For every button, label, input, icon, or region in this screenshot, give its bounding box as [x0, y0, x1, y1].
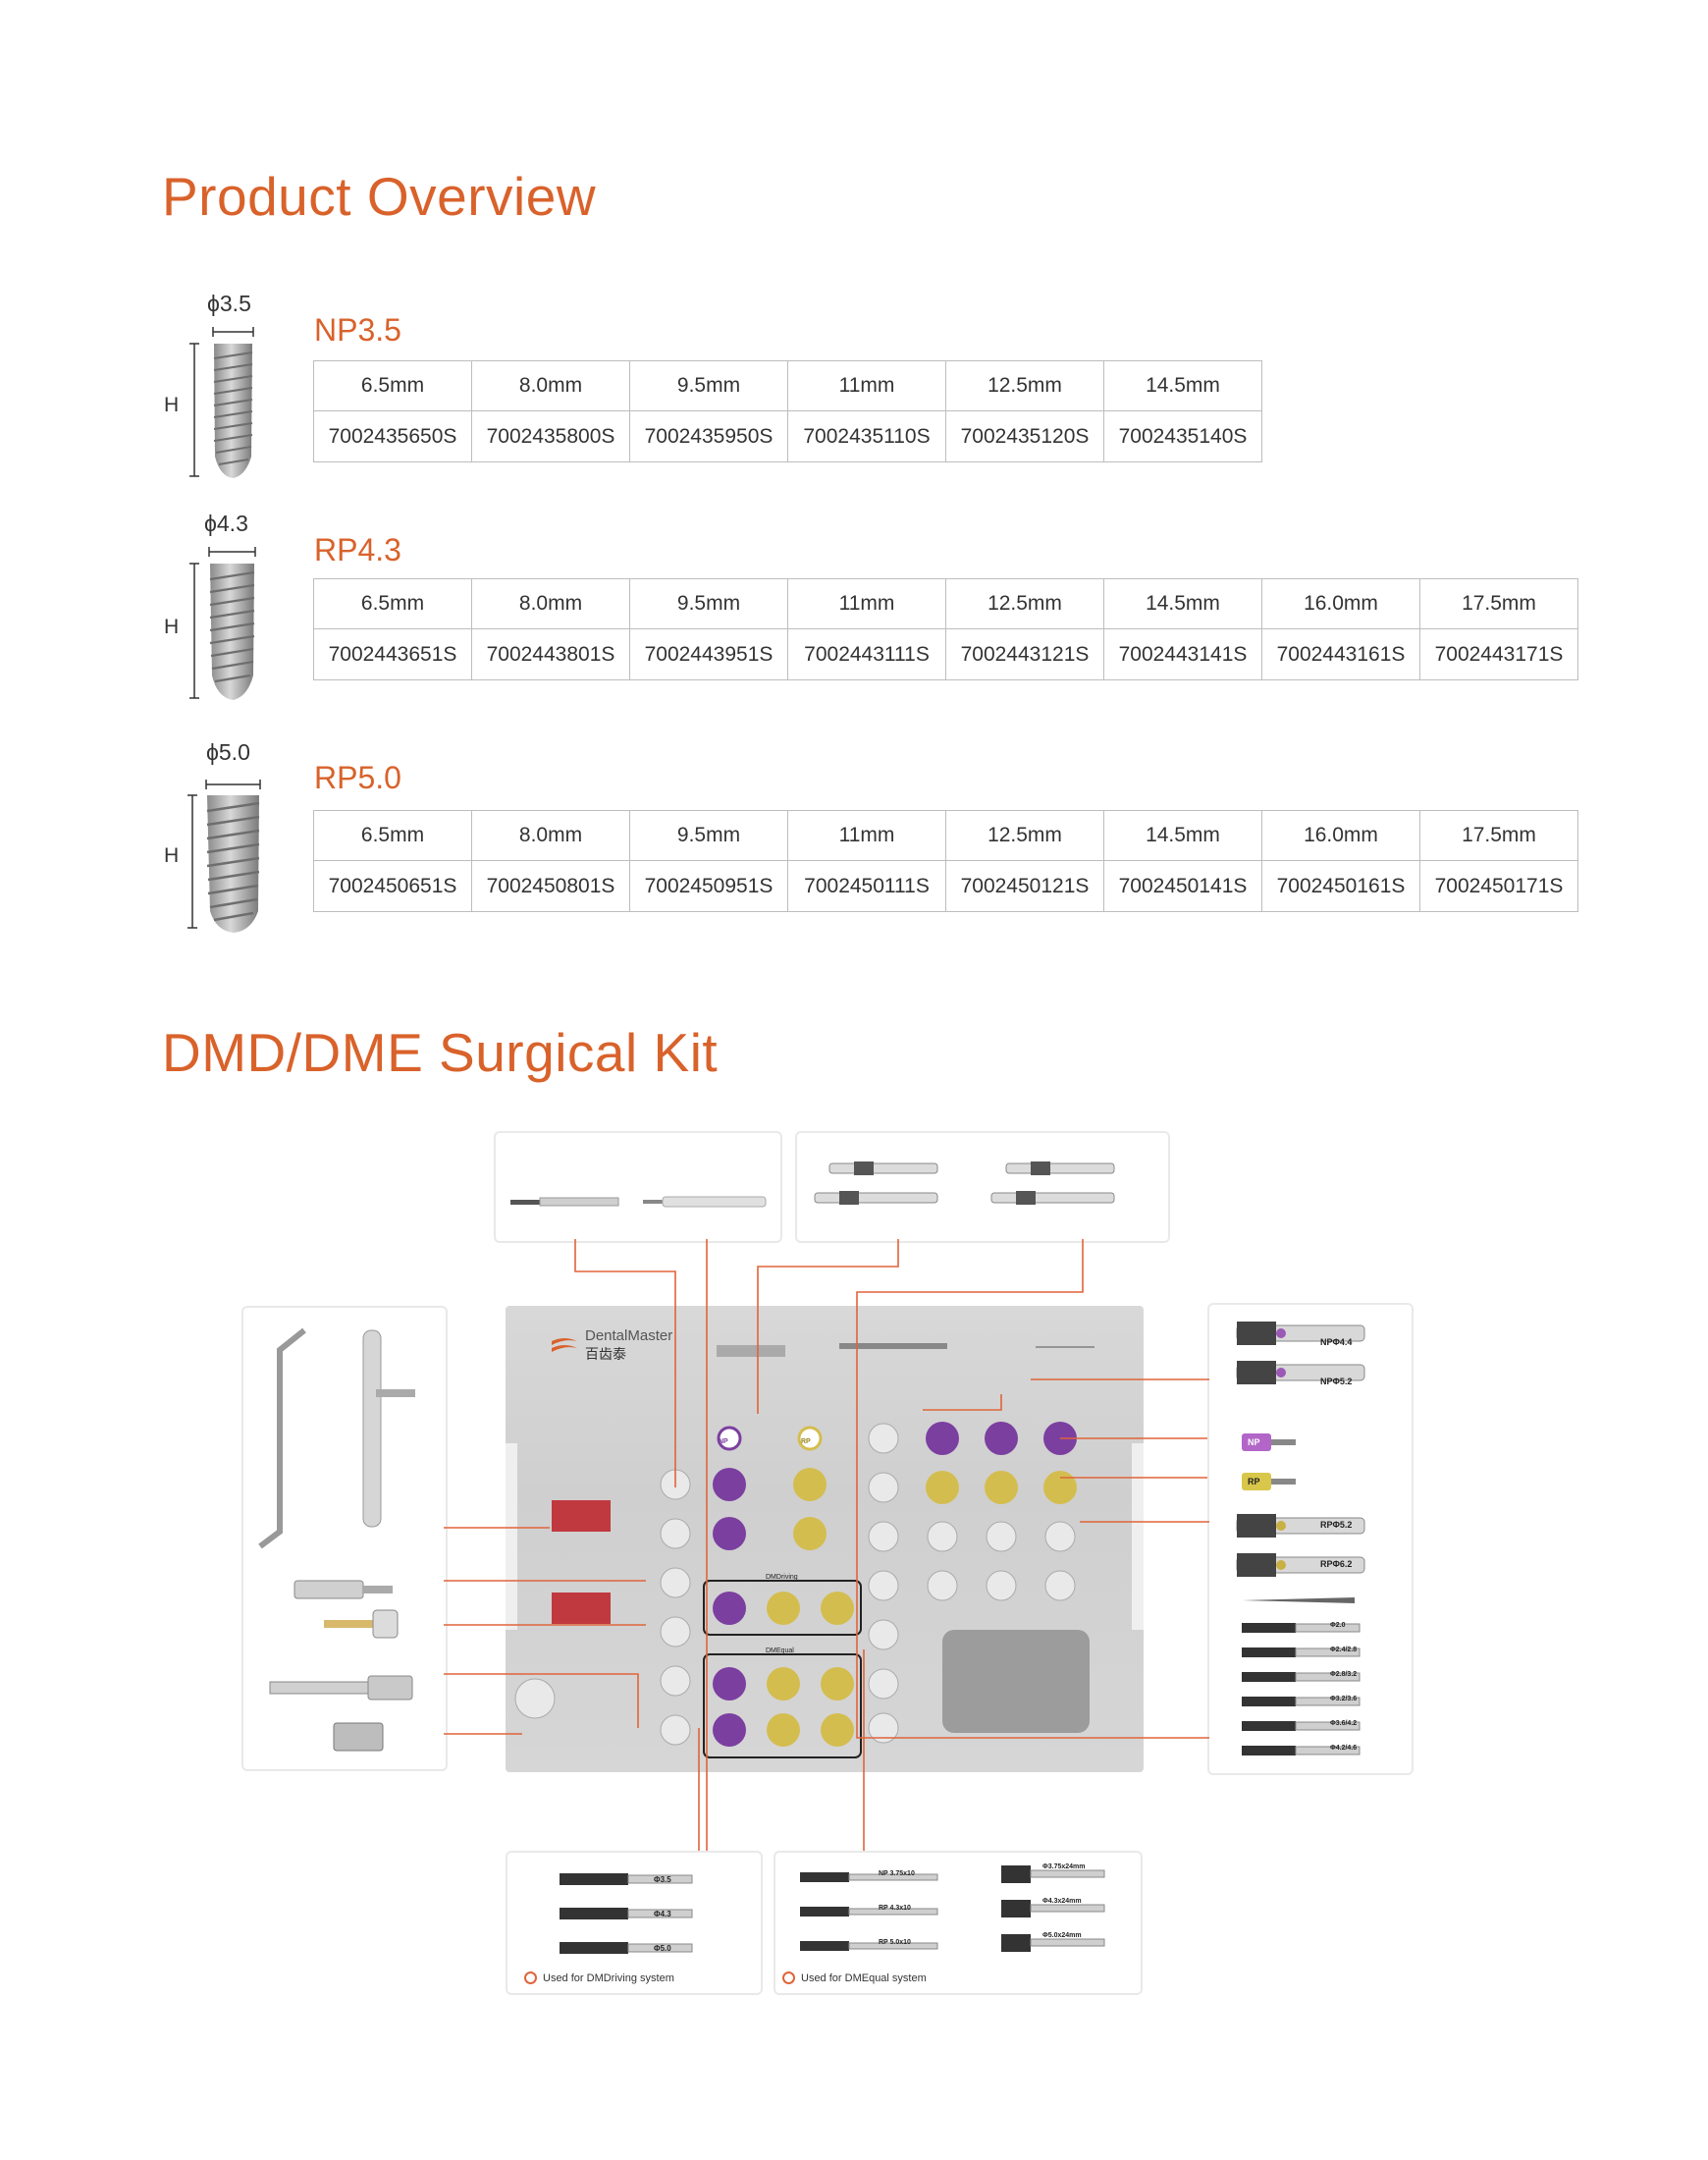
bottom-left-label-35: Φ3.5 [654, 1875, 671, 1884]
bottom-right-label-1: NP 3.75x10 [879, 1870, 915, 1877]
np35-code-cell: 7002435950S [629, 410, 788, 462]
right-label-drill-3: Φ2.8/3.2 [1330, 1671, 1358, 1678]
rp50-code-cell: 7002450651S [313, 860, 472, 912]
rp43-diameter: ϕ4.3 [204, 511, 248, 536]
np35-implant-image [189, 327, 254, 478]
np35-diameter: ϕ3.5 [207, 291, 251, 316]
bottom-left-caption: Used for DMDriving system [524, 1971, 674, 1984]
right-label-drill-2: Φ2.4/2.8 [1330, 1647, 1358, 1653]
bottom-left-label-43: Φ4.3 [654, 1910, 671, 1918]
bottom-right-label-6: Φ5.0x24mm [1042, 1932, 1082, 1939]
top-right-tool-panel [795, 1131, 1170, 1243]
rp43-code-cell: 7002443141S [1103, 628, 1262, 680]
rp50-length-cell: 17.5mm [1419, 810, 1578, 861]
rp43-code-cell: 7002443951S [629, 628, 788, 680]
bottom-left-drills-image [560, 1873, 693, 1954]
rp50-length-cell: 8.0mm [471, 810, 630, 861]
surgical-kit-title: DMD/DME Surgical Kit [162, 1022, 719, 1083]
bottom-left-label-50: Φ5.0 [654, 1944, 671, 1953]
rp50-code-cell: 7002450161S [1261, 860, 1420, 912]
right-tools-image [1236, 1322, 1365, 1755]
brand-mark-icon [552, 1337, 577, 1352]
rp50-length-cell: 14.5mm [1103, 810, 1262, 861]
circle-marker-icon [782, 1971, 795, 1984]
np35-height-label: H [164, 394, 180, 416]
np35-length-cell: 12.5mm [945, 360, 1104, 411]
rp50-height-label: H [164, 844, 180, 867]
bottom-right-caption: Used for DMEqual system [782, 1971, 927, 1984]
np35-code-cell: 7002435800S [471, 410, 630, 462]
bottom-right-caption-text: Used for DMEqual system [801, 1971, 927, 1984]
right-label-np44: NPΦ4.4 [1320, 1337, 1353, 1347]
tray-label-dmequal: DMEqual [766, 1647, 794, 1654]
np35-code-cell: 7002435120S [945, 410, 1104, 462]
brand-name-bold: Dental [585, 1327, 628, 1344]
rp43-length-cell: 14.5mm [1103, 578, 1262, 629]
rp43-code-cell: 7002443111S [787, 628, 946, 680]
rp43-code-cell: 7002443171S [1419, 628, 1578, 680]
rp43-code-cell: 7002443651S [313, 628, 472, 680]
right-label-rp52: RPΦ5.2 [1320, 1520, 1353, 1530]
np35-code-cell: 7002435110S [787, 410, 946, 462]
bottom-left-caption-text: Used for DMDriving system [543, 1971, 674, 1984]
rp50-series-name: RP5.0 [314, 760, 401, 795]
np35-code-cell: 7002435140S [1103, 410, 1262, 462]
brand-name-regular: Master [627, 1327, 673, 1344]
rp50-code-cell: 7002450171S [1419, 860, 1578, 912]
right-label-rp: RP [1248, 1477, 1260, 1486]
rp50-length-cell: 16.0mm [1261, 810, 1420, 861]
rp43-code-cell: 7002443121S [945, 628, 1104, 680]
right-label-drill-4: Φ3.2/3.6 [1330, 1696, 1358, 1702]
bottom-right-label-2: RP 4.3x10 [879, 1905, 911, 1912]
rp50-code-cell: 7002450121S [945, 860, 1104, 912]
rp50-code-cell: 7002450141S [1103, 860, 1262, 912]
rp43-code-cell: 7002443801S [471, 628, 630, 680]
bottom-right-drills-image [800, 1865, 1105, 1952]
np35-length-cell: 9.5mm [629, 360, 788, 411]
rp43-code-cell: 7002443161S [1261, 628, 1420, 680]
np35-length-cell: 14.5mm [1103, 360, 1262, 411]
np35-spec-table: 6.5mm 8.0mm 9.5mm 11mm 12.5mm 14.5mm 700… [313, 360, 1262, 462]
rp50-spec-table: 6.5mm 8.0mm 9.5mm 11mm 12.5mm 14.5mm 16.… [313, 810, 1578, 912]
rp50-implant-image [187, 780, 261, 933]
left-tools-image [258, 1327, 415, 1752]
rp43-length-cell: 6.5mm [313, 578, 472, 629]
tray-label-dmdriving: DMDriving [766, 1574, 798, 1581]
brand-name-cn: 百齿泰 [585, 1346, 626, 1362]
bottom-right-label-5: Φ4.3x24mm [1042, 1898, 1082, 1905]
right-label-drill-5: Φ3.6/4.2 [1330, 1720, 1358, 1727]
rp50-length-cell: 9.5mm [629, 810, 788, 861]
np35-code-cell: 7002435650S [313, 410, 472, 462]
rp43-length-cell: 17.5mm [1419, 578, 1578, 629]
right-label-drill-6: Φ4.2/4.6 [1330, 1745, 1358, 1752]
rp43-spec-table: 6.5mm 8.0mm 9.5mm 11mm 12.5mm 14.5mm 16.… [313, 578, 1578, 680]
tray-contents-image [506, 1343, 1144, 1758]
rp43-implant-image [189, 547, 256, 700]
rp43-length-cell: 12.5mm [945, 578, 1104, 629]
right-label-np52: NPΦ5.2 [1320, 1377, 1353, 1386]
rp43-length-cell: 9.5mm [629, 578, 788, 629]
right-label-rp62: RPΦ6.2 [1320, 1559, 1353, 1569]
rp50-code-cell: 7002450951S [629, 860, 788, 912]
right-label-np: NP [1248, 1437, 1260, 1447]
bottom-right-label-3: RP 5.0x10 [879, 1939, 911, 1946]
top-left-tools-image [510, 1196, 767, 1208]
top-right-drivers-image [814, 1161, 1115, 1205]
tray-brand-logo: DentalMaster 百齿泰 [550, 1327, 672, 1364]
rp43-height-label: H [164, 616, 180, 638]
rp50-length-cell: 11mm [787, 810, 946, 861]
top-left-tool-panel [494, 1131, 782, 1243]
rp50-diameter: ϕ5.0 [206, 739, 250, 765]
bottom-right-label-4: Φ3.75x24mm [1042, 1863, 1086, 1870]
product-overview-title: Product Overview [162, 166, 597, 227]
tray-label-np: NP [719, 1438, 728, 1445]
circle-marker-icon [524, 1971, 537, 1984]
np35-length-cell: 8.0mm [471, 360, 630, 411]
rp50-code-cell: 7002450801S [471, 860, 630, 912]
rp43-series-name: RP4.3 [314, 532, 401, 567]
tray-label-rp: RP [801, 1438, 811, 1445]
right-label-drill-1: Φ2.0 [1330, 1622, 1346, 1629]
np35-series-name: NP3.5 [314, 312, 401, 348]
